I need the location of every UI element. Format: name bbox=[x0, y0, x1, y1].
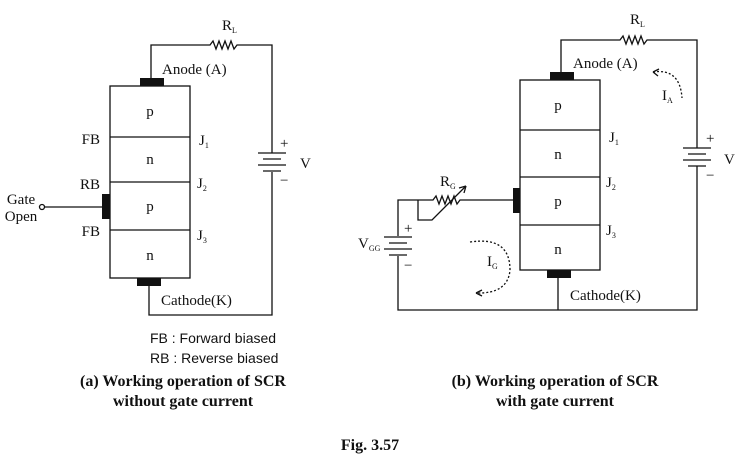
load-resistor-label: RL bbox=[222, 18, 237, 35]
gate-battery-label: VGG bbox=[358, 236, 381, 253]
gate-open-label: Open bbox=[5, 209, 38, 225]
anode-terminal bbox=[140, 78, 164, 86]
battery-label: V bbox=[300, 156, 311, 172]
layer-p1: p bbox=[146, 104, 154, 120]
layer-n2: n bbox=[554, 242, 562, 258]
junction-label-j1: J1 bbox=[609, 130, 619, 147]
load-resistor-label: RL bbox=[630, 12, 645, 29]
gate-terminal bbox=[513, 188, 520, 213]
layer-n1: n bbox=[146, 152, 154, 168]
junction-label-j2: J2 bbox=[606, 175, 616, 192]
caption-b-line1: (b) Working operation of SCR bbox=[452, 373, 659, 390]
cathode-label: Cathode(K) bbox=[570, 288, 641, 304]
variable-resistor-arrow bbox=[417, 185, 467, 221]
figure-a: p n p n + − V RL Anode (A) Cathode(K) Ga… bbox=[5, 18, 311, 410]
gate-battery-minus: − bbox=[404, 258, 412, 274]
junction-label-j1: J1 bbox=[199, 133, 209, 150]
anode-current-arrow bbox=[652, 70, 683, 99]
cathode-label: Cathode(K) bbox=[161, 293, 232, 309]
battery-plus: + bbox=[280, 136, 288, 152]
gate-current-label: IG bbox=[487, 254, 498, 271]
anode-current-label: IA bbox=[662, 88, 673, 105]
battery-minus: − bbox=[280, 173, 288, 189]
legend-rb: RB : Reverse biased bbox=[150, 350, 278, 366]
anode-label: Anode (A) bbox=[162, 62, 227, 78]
battery-minus: − bbox=[706, 168, 714, 184]
junction-label-j2: J2 bbox=[197, 176, 207, 193]
gate-battery-plus: + bbox=[404, 221, 412, 237]
junction-label-j3: J3 bbox=[197, 228, 207, 245]
battery-icon bbox=[258, 152, 286, 172]
gate-battery-icon bbox=[384, 236, 412, 256]
anode-current-arrowhead bbox=[652, 68, 660, 77]
bias-j3: FB bbox=[82, 224, 100, 240]
gate-terminal-circle bbox=[38, 203, 46, 211]
battery-icon bbox=[683, 147, 711, 167]
gate-current-arrow bbox=[469, 240, 511, 294]
caption-a-line2: without gate current bbox=[113, 393, 254, 410]
gate-label: Gate bbox=[7, 192, 36, 208]
caption-a-line1: (a) Working operation of SCR bbox=[80, 373, 286, 390]
junction-label-j3: J3 bbox=[606, 223, 616, 240]
gate-current-arrowhead bbox=[475, 289, 483, 297]
battery-plus: + bbox=[706, 131, 714, 147]
cathode-terminal bbox=[547, 270, 571, 278]
legend-fb: FB : Forward biased bbox=[150, 330, 276, 346]
main-circuit-wire bbox=[148, 39, 273, 316]
layer-n1: n bbox=[554, 147, 562, 163]
layer-p1: p bbox=[554, 98, 562, 114]
figure-label: Fig. 3.57 bbox=[341, 437, 399, 454]
layer-n2: n bbox=[146, 248, 154, 264]
battery-label: V bbox=[724, 152, 735, 168]
bias-j2: RB bbox=[80, 177, 100, 193]
gate-terminal bbox=[102, 194, 110, 219]
bias-j1: FB bbox=[82, 132, 100, 148]
anode-terminal bbox=[550, 72, 574, 80]
caption-b-line2: with gate current bbox=[496, 393, 615, 410]
layer-p2: p bbox=[554, 194, 562, 210]
cathode-terminal bbox=[137, 278, 161, 286]
figure-b: p n p n + − V + − VGG RL RG Anode (A) Ca… bbox=[358, 12, 735, 410]
layer-p2: p bbox=[146, 199, 154, 215]
gate-resistor-label: RG bbox=[440, 174, 456, 191]
circuit-wire bbox=[397, 34, 698, 311]
anode-label: Anode (A) bbox=[573, 56, 638, 72]
